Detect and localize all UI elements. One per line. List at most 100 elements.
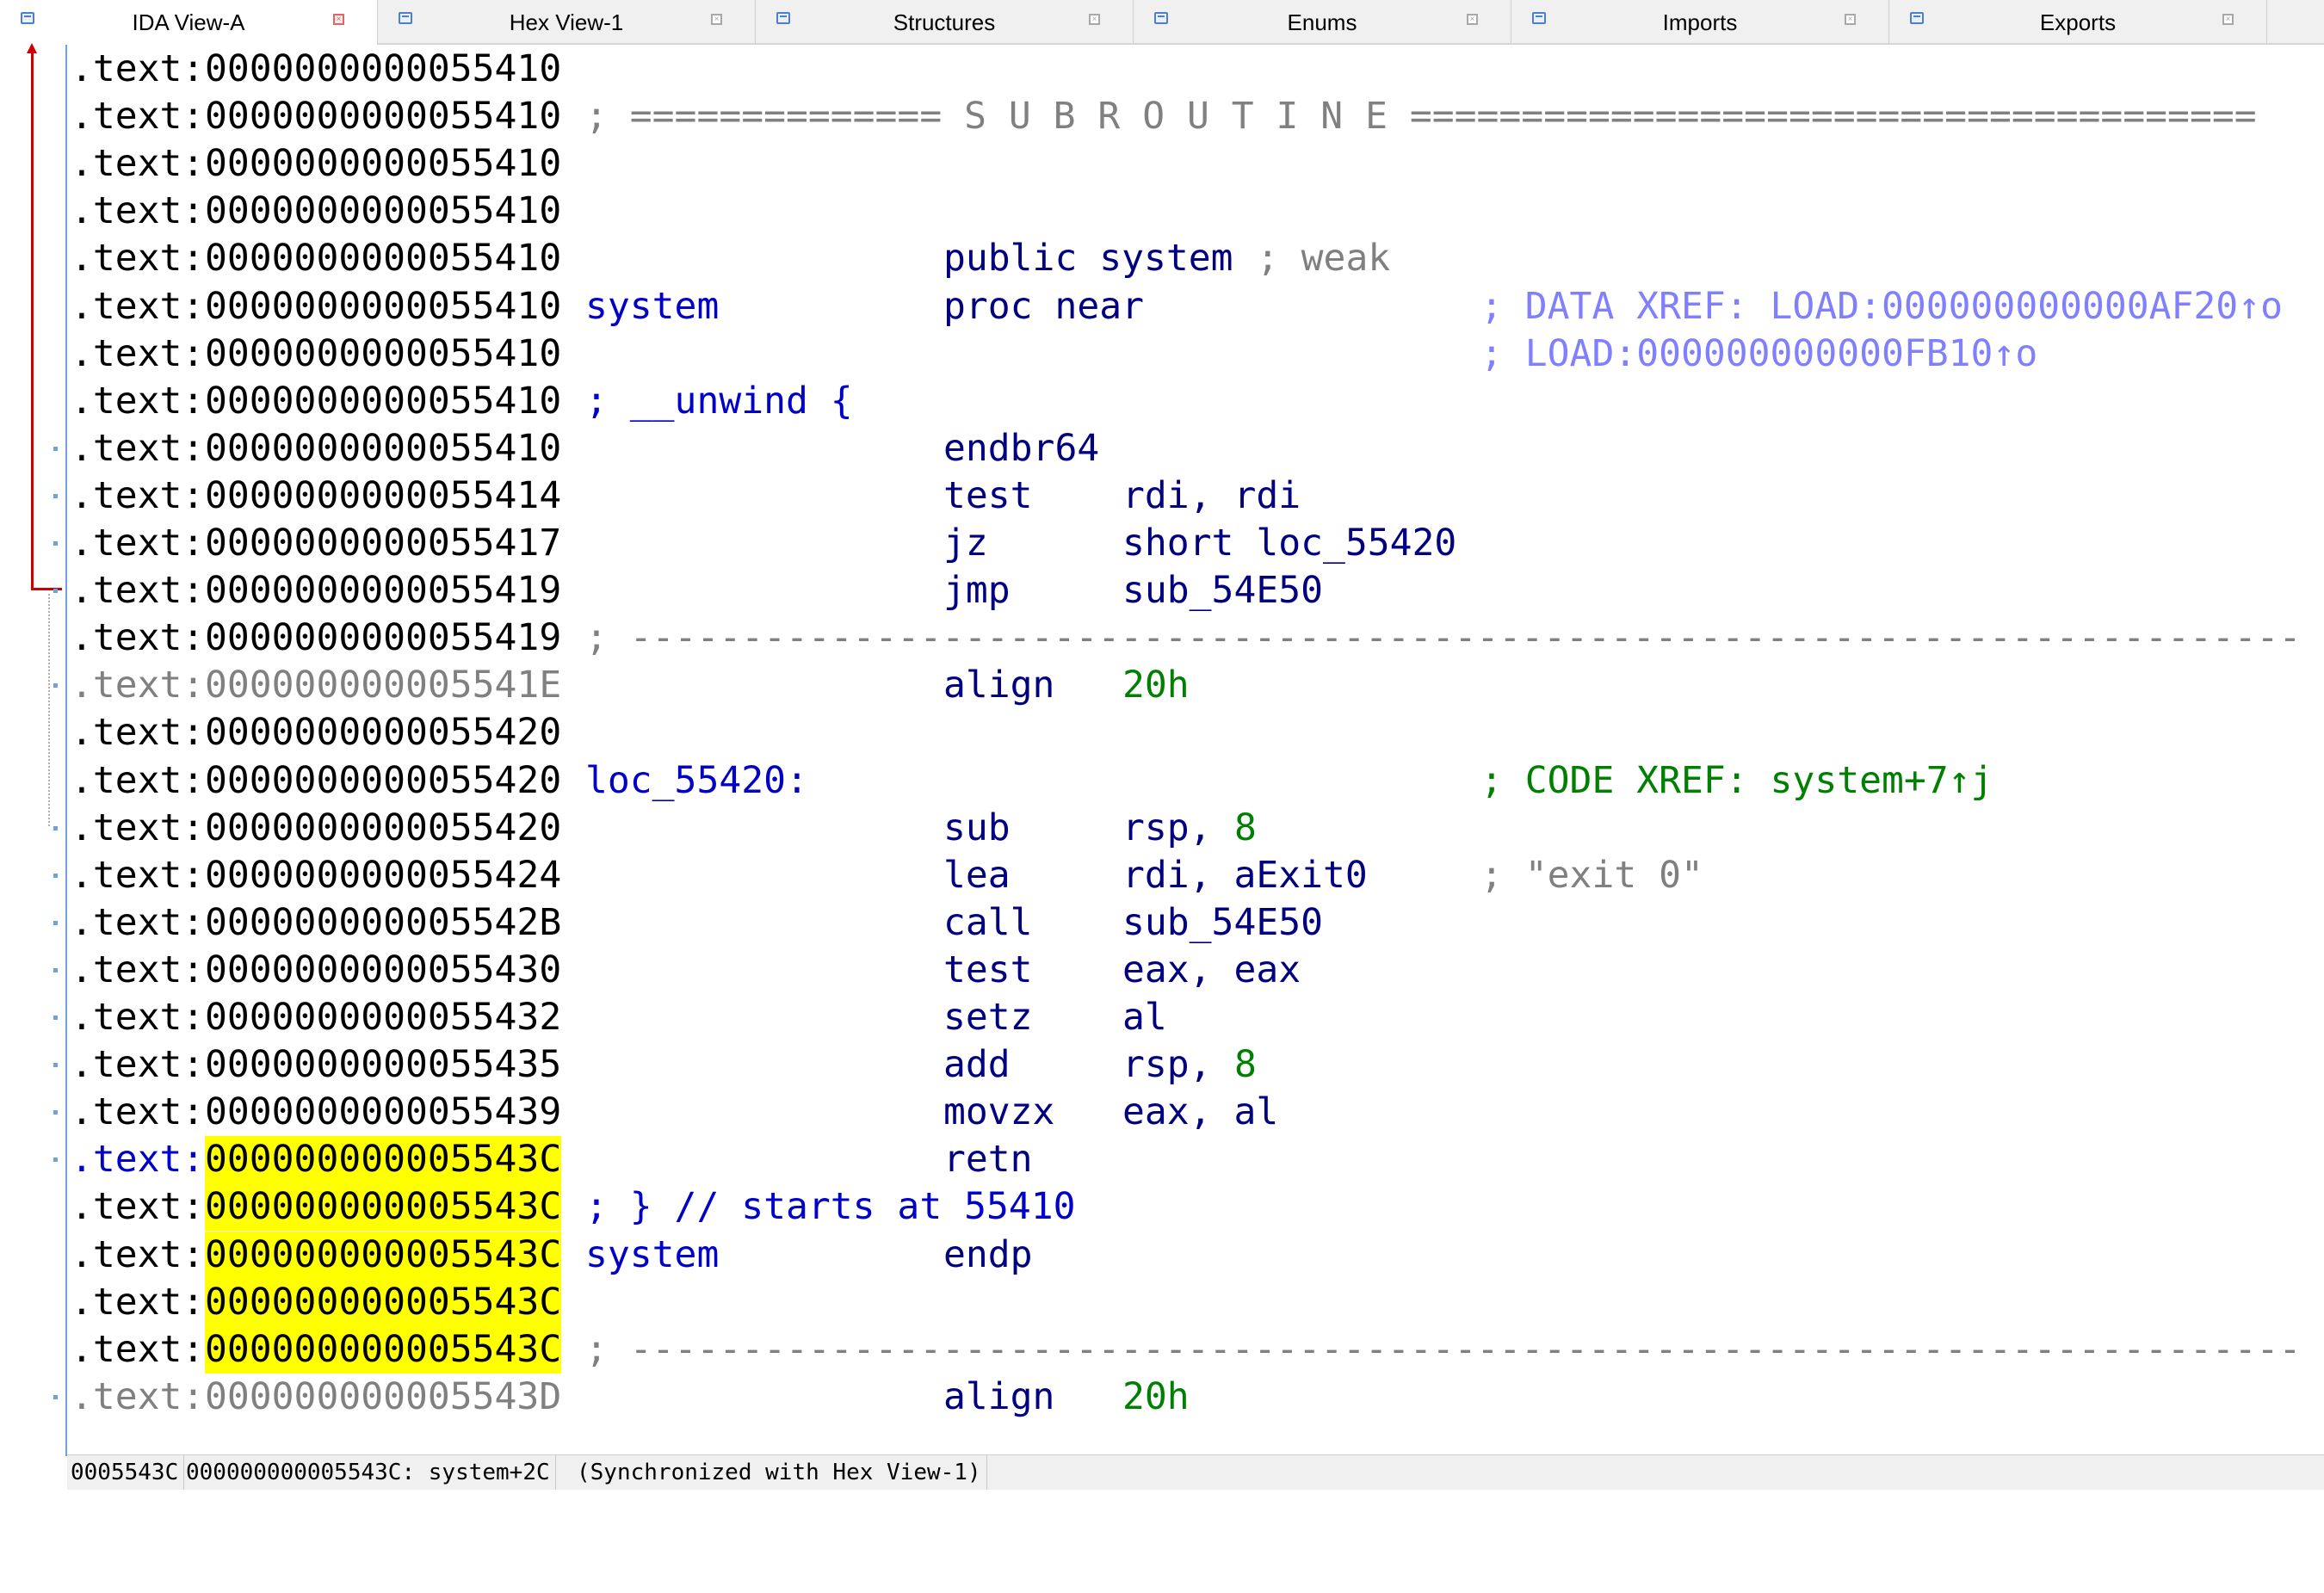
jump-arrow-head-icon bbox=[27, 43, 37, 53]
address: 0000000000055410 bbox=[205, 426, 562, 470]
segment-name: .text: bbox=[71, 237, 205, 281]
segment-name: .text: bbox=[71, 473, 205, 517]
segment-name: .text: bbox=[71, 1138, 205, 1182]
mnemonic: sub bbox=[943, 806, 1011, 849]
label: ; --------------------------------------… bbox=[585, 1327, 2302, 1371]
arrow-gutter bbox=[0, 45, 67, 1448]
mnemonic: jz bbox=[943, 522, 988, 565]
segment-name: .text: bbox=[71, 331, 205, 375]
mnemonic: test bbox=[943, 473, 1033, 517]
address: 0000000000055432 bbox=[205, 996, 562, 1039]
close-icon[interactable]: × bbox=[1467, 14, 1478, 25]
operands: rdi, aExit0 bbox=[1122, 853, 1368, 897]
instruction-marker-icon bbox=[53, 1110, 58, 1115]
segment-name: .text: bbox=[71, 522, 205, 565]
segment-name: .text: bbox=[71, 806, 205, 849]
label: ; ============== S U B R O U T I N E ===… bbox=[585, 95, 2257, 139]
gutter-divider bbox=[65, 45, 67, 1456]
listing-line[interactable]: .text:0000000000055410; __unwind { bbox=[71, 378, 2324, 425]
tab-bar: IDA View-A × Hex View-1 × Structures × E… bbox=[0, 0, 2324, 45]
tab-label: Hex View-1 bbox=[509, 9, 624, 35]
listing-line[interactable]: .text:0000000000055419; ----------------… bbox=[71, 614, 2324, 662]
address: 000000000005542B bbox=[205, 900, 562, 944]
listing-line[interactable]: .text:000000000005543C; ----------------… bbox=[71, 1325, 2324, 1374]
mnemonic: setz bbox=[943, 996, 1033, 1039]
listing-line[interactable]: .text:000000000005543C; } // starts at 5… bbox=[71, 1183, 2324, 1232]
instruction-marker-icon bbox=[53, 873, 58, 878]
listing-line[interactable]: .text:0000000000055420 bbox=[71, 709, 2324, 756]
comment: ; CODE XREF: system+7↑j bbox=[1480, 758, 1993, 802]
jump-arrow-line bbox=[31, 50, 34, 590]
disassembly-listing[interactable]: .text:0000000000055410.text:000000000005… bbox=[0, 45, 2324, 1448]
listing-line[interactable]: .text:0000000000055410; LOAD:00000000000… bbox=[71, 330, 2324, 378]
address: 0000000000055414 bbox=[205, 473, 562, 517]
operands: al bbox=[1122, 996, 1167, 1039]
listing-line[interactable]: .text:0000000000055410 bbox=[71, 188, 2324, 235]
segment-name: .text: bbox=[71, 1232, 205, 1276]
tab-label: IDA View-A bbox=[132, 9, 245, 35]
tab-hex-view-1[interactable]: Hex View-1 × bbox=[378, 0, 756, 43]
close-icon[interactable]: × bbox=[1089, 14, 1100, 25]
instruction-marker-icon bbox=[53, 920, 58, 925]
address: 0000000000055417 bbox=[205, 522, 562, 565]
tab-ida-view-a[interactable]: IDA View-A × bbox=[0, 0, 378, 45]
mnemonic: jmp bbox=[943, 569, 1011, 613]
segment-name: .text: bbox=[71, 1280, 205, 1324]
address: 0000000000055439 bbox=[205, 1090, 562, 1134]
label: ; __unwind { bbox=[585, 379, 853, 423]
segment-name: .text: bbox=[71, 758, 205, 802]
imports-icon bbox=[1532, 12, 1546, 24]
listing-line[interactable]: .text:0000000000055410; ============== S… bbox=[71, 93, 2324, 140]
address: 0000000000055419 bbox=[205, 616, 562, 660]
close-icon[interactable]: × bbox=[2222, 14, 2234, 25]
tab-label: Enums bbox=[1287, 9, 1357, 35]
tab-structures[interactable]: Structures × bbox=[756, 0, 1134, 43]
operands: rsp, bbox=[1122, 806, 1234, 849]
address: 0000000000055419 bbox=[205, 569, 562, 613]
instruction-marker-icon bbox=[53, 493, 58, 498]
address: 000000000005541E bbox=[205, 664, 562, 707]
operand-number: 8 bbox=[1234, 806, 1257, 849]
jump-arrow-line bbox=[31, 588, 62, 590]
status-bar: 0005543C 000000000005543C: system+2C (Sy… bbox=[67, 1454, 2324, 1490]
segment-name: .text: bbox=[71, 948, 205, 991]
close-icon[interactable]: × bbox=[1845, 14, 1856, 25]
tab-enums[interactable]: Enums × bbox=[1134, 0, 1511, 43]
address: 0000000000055435 bbox=[205, 1043, 562, 1087]
close-icon[interactable]: × bbox=[333, 14, 344, 25]
listing-line[interactable]: .text:0000000000055410 bbox=[71, 46, 2324, 93]
listing-line[interactable]: .text:000000000005543C bbox=[71, 1278, 2324, 1326]
mnemonic: align bbox=[943, 1374, 1055, 1418]
mnemonic: retn bbox=[943, 1138, 1033, 1182]
listing-line[interactable]: .text:0000000000055410 bbox=[71, 140, 2324, 188]
tab-exports[interactable]: Exports × bbox=[1889, 0, 2267, 43]
comment: ; "exit 0" bbox=[1480, 853, 1703, 897]
mnemonic: add bbox=[943, 1043, 1011, 1087]
comment: ; weak bbox=[1234, 237, 1391, 281]
label: system bbox=[585, 284, 720, 328]
enums-icon bbox=[1154, 12, 1168, 24]
segment-name: .text: bbox=[71, 1043, 205, 1087]
close-icon[interactable]: × bbox=[711, 14, 722, 25]
label: ; } // starts at 55410 bbox=[585, 1185, 1076, 1229]
tab-imports[interactable]: Imports × bbox=[1511, 0, 1889, 43]
segment-name: .text: bbox=[71, 426, 205, 470]
